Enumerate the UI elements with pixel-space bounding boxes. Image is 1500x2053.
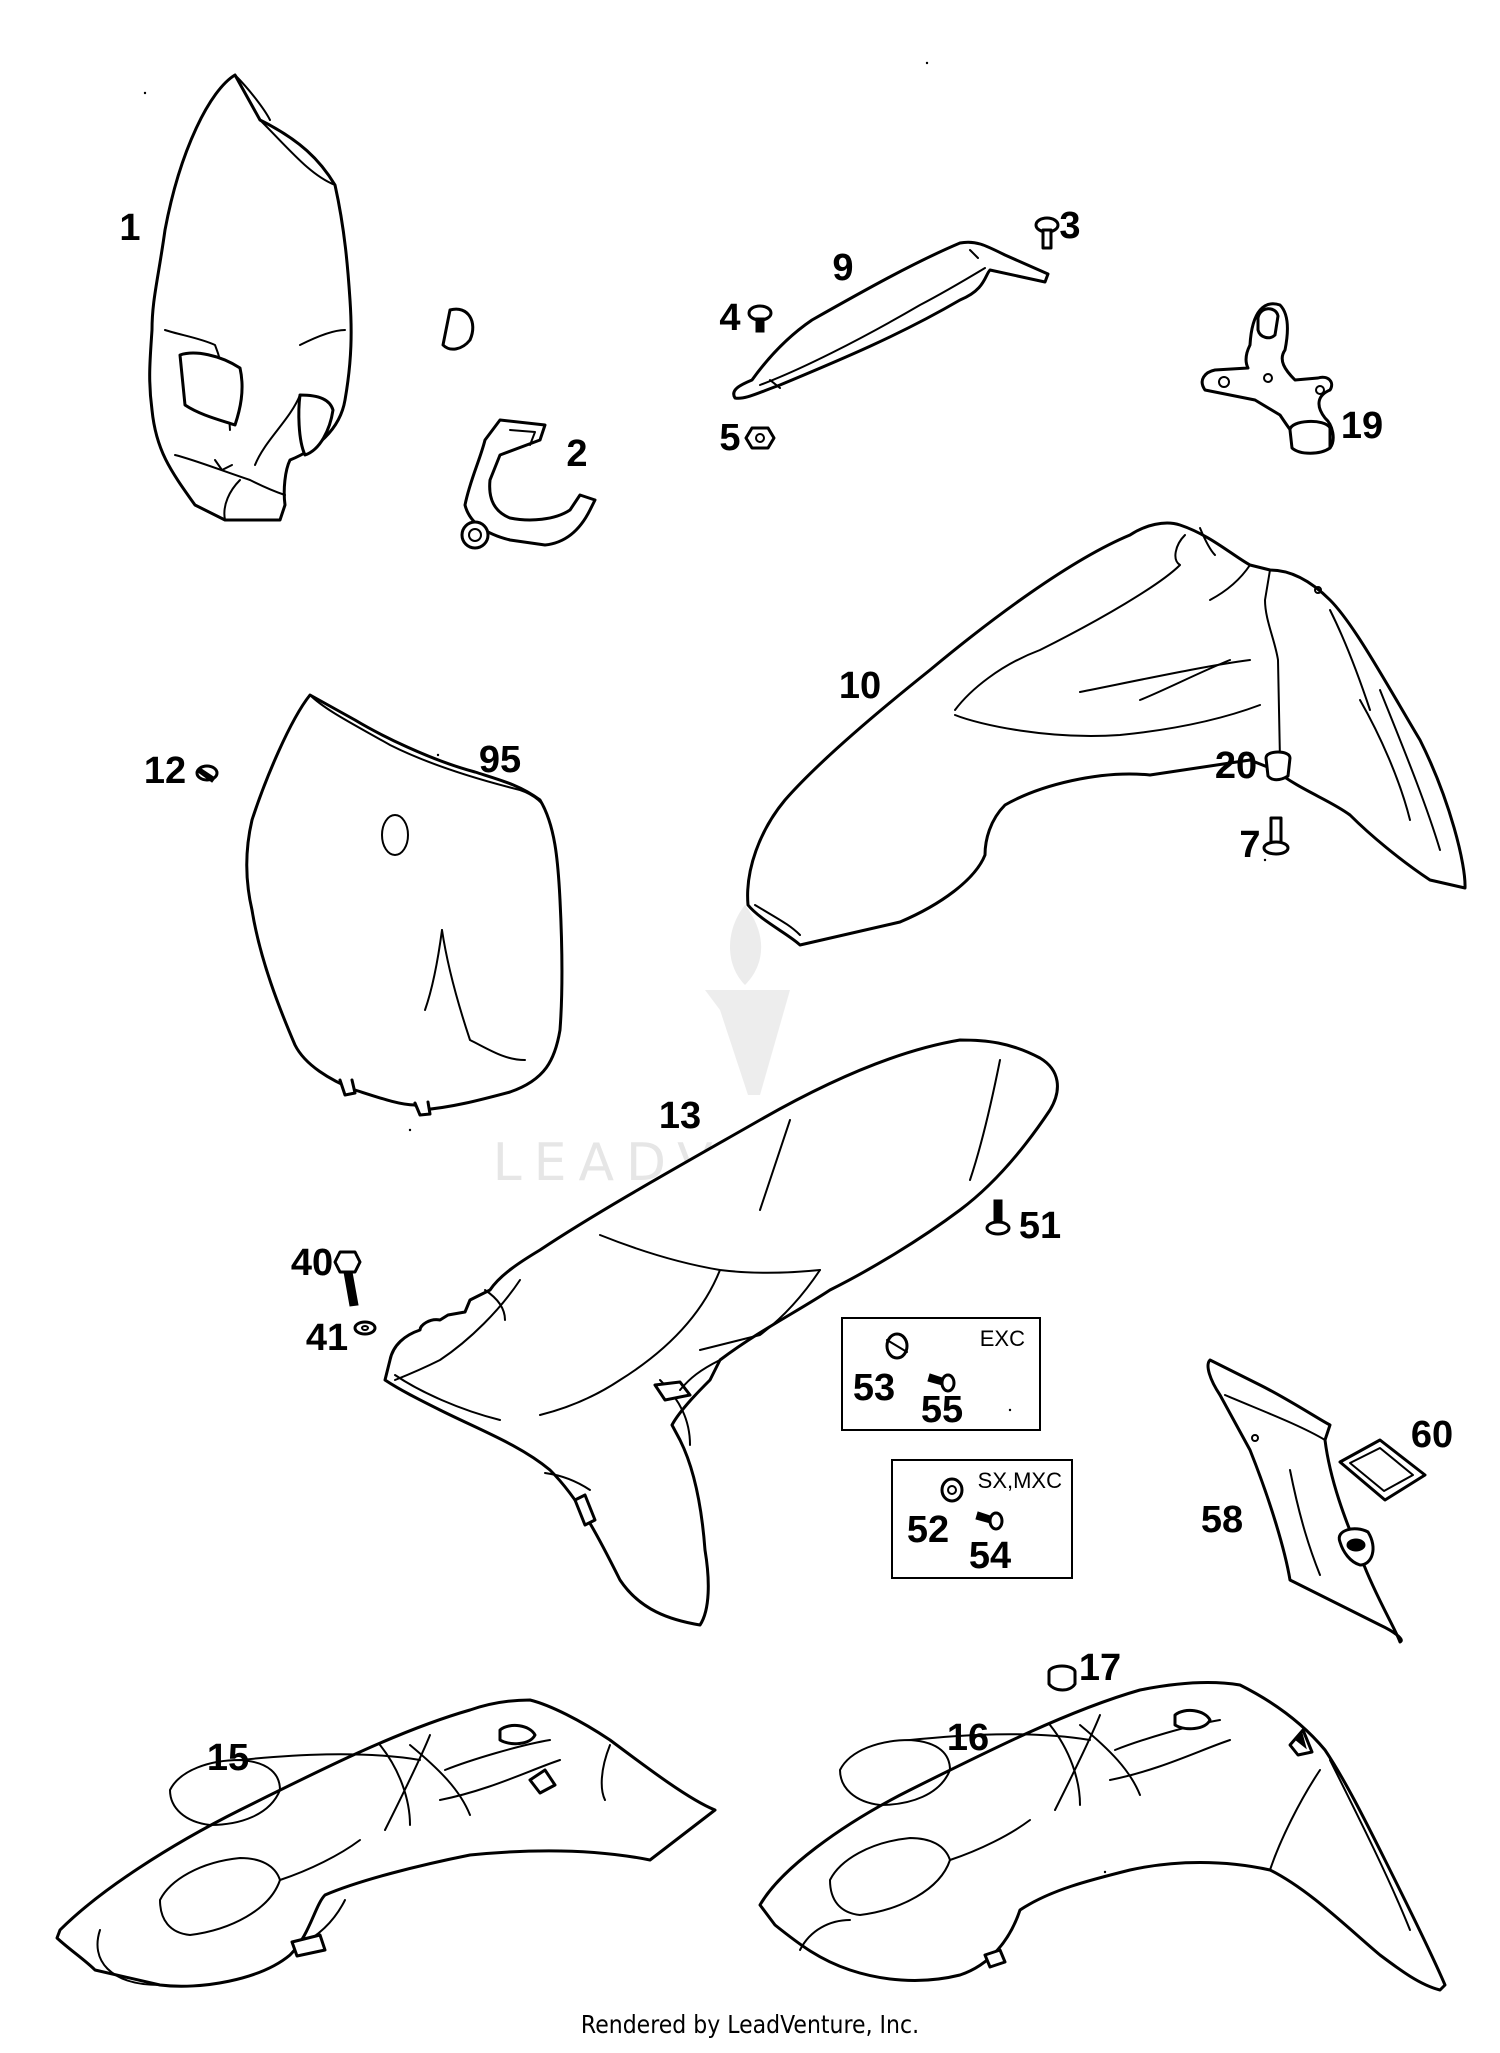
part-10-front-fender: 10 (746, 521, 1467, 947)
part-60-gasket: 60 (1338, 1414, 1453, 1502)
part-20-cap: 20 (1215, 745, 1292, 787)
watermark-flame-icon (730, 905, 762, 985)
callout-9: 9 (832, 247, 853, 289)
callout-2: 2 (566, 433, 587, 475)
callout-17: 17 (1079, 1647, 1121, 1689)
callout-41: 41 (306, 1317, 348, 1359)
callout-7: 7 (1239, 824, 1260, 866)
part-16-front-fender: 16 (758, 1681, 1447, 1992)
variant-label-exc: EXC (980, 1326, 1025, 1351)
callout-16: 16 (947, 1717, 989, 1759)
callout-55: 55 (921, 1389, 963, 1431)
callout-3: 3 (1059, 205, 1080, 247)
part-5-nut: 5 (719, 417, 776, 459)
callout-15: 15 (207, 1737, 249, 1779)
callout-13: 13 (659, 1095, 701, 1137)
part-17-grommet: 17 (1047, 1647, 1121, 1692)
variant-label-sx-mxc: SX,MXC (978, 1468, 1062, 1493)
callout-51: 51 (1019, 1205, 1061, 1247)
callout-58: 58 (1201, 1499, 1243, 1541)
part-95-number-plate: 95 (245, 693, 564, 1117)
part-41-washer: 41 (306, 1317, 377, 1359)
part-1-headlight-mask: 1 (119, 73, 475, 522)
part-3-screw: 3 (1034, 205, 1081, 250)
part-7-screw: 7 (1239, 816, 1290, 866)
callout-60: 60 (1411, 1414, 1453, 1456)
callout-95: 95 (479, 739, 521, 781)
part-12-screw: 12 (144, 750, 219, 792)
variant-box-exc: EXC 53 55 (841, 1317, 1041, 1431)
variant-box-sx-mxc: SX,MXC 52 54 (891, 1459, 1073, 1579)
scan-specks (143, 61, 1267, 1874)
callout-12: 12 (144, 750, 186, 792)
watermark-v-logo-icon (705, 990, 790, 1095)
part-9-bracket: 9 (732, 240, 1050, 400)
part-4-screw: 4 (719, 297, 773, 339)
callout-10: 10 (839, 665, 881, 707)
callout-40: 40 (291, 1242, 333, 1284)
part-51-screw: 51 (985, 1199, 1061, 1247)
part-40-bolt: 40 (291, 1242, 362, 1307)
callout-54: 54 (969, 1535, 1011, 1577)
callout-52: 52 (907, 1509, 949, 1551)
callout-20: 20 (1215, 745, 1257, 787)
callout-53: 53 (853, 1367, 895, 1409)
callout-1: 1 (119, 207, 140, 249)
part-13-rear-fender: 13 (383, 1038, 1059, 1627)
part-15-front-fender: 15 (55, 1698, 717, 1988)
part-58-mud-flap: 58 (1201, 1358, 1403, 1644)
callout-4: 4 (719, 297, 740, 339)
callout-5: 5 (719, 417, 740, 459)
callout-19: 19 (1341, 405, 1383, 447)
part-19-bracket-plate: 19 (1200, 302, 1383, 455)
part-2-clamp: 2 (460, 418, 597, 550)
footer-credit: Rendered by LeadVenture, Inc. (580, 2010, 920, 2039)
